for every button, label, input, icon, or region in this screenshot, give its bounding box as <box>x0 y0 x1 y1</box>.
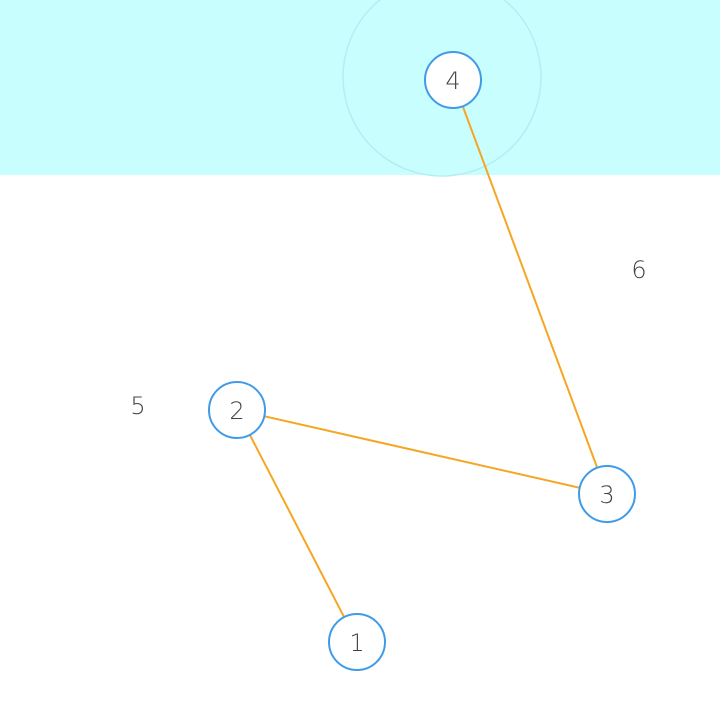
node-label-1: 1 <box>349 629 364 657</box>
edge-layer <box>236 79 608 643</box>
node-3[interactable]: 3 <box>578 465 636 523</box>
node-circle-2[interactable] <box>208 381 266 439</box>
node-1[interactable]: 1 <box>328 613 386 671</box>
node-label-2: 2 <box>229 397 244 425</box>
edge-4-3 <box>452 79 608 495</box>
free-label-5[interactable]: 5 <box>130 392 145 420</box>
node-label-4: 4 <box>445 67 460 95</box>
node-2[interactable]: 2 <box>208 381 266 439</box>
free-label-6[interactable]: 6 <box>631 256 646 284</box>
top-drop-zone <box>0 0 720 175</box>
free-label-layer: 56 <box>130 256 646 420</box>
node-label-3: 3 <box>599 481 614 509</box>
node-circle-3[interactable] <box>578 465 636 523</box>
node-circle-1[interactable] <box>328 613 386 671</box>
node-circle-4[interactable] <box>424 51 482 109</box>
edge-2-1 <box>236 409 358 643</box>
selection-halo-4 <box>342 0 542 177</box>
node-4[interactable]: 4 <box>424 51 482 109</box>
node-layer: 1 2 3 4 <box>208 51 636 671</box>
edge-2-3 <box>236 409 608 495</box>
selection-halo-layer <box>342 0 542 177</box>
